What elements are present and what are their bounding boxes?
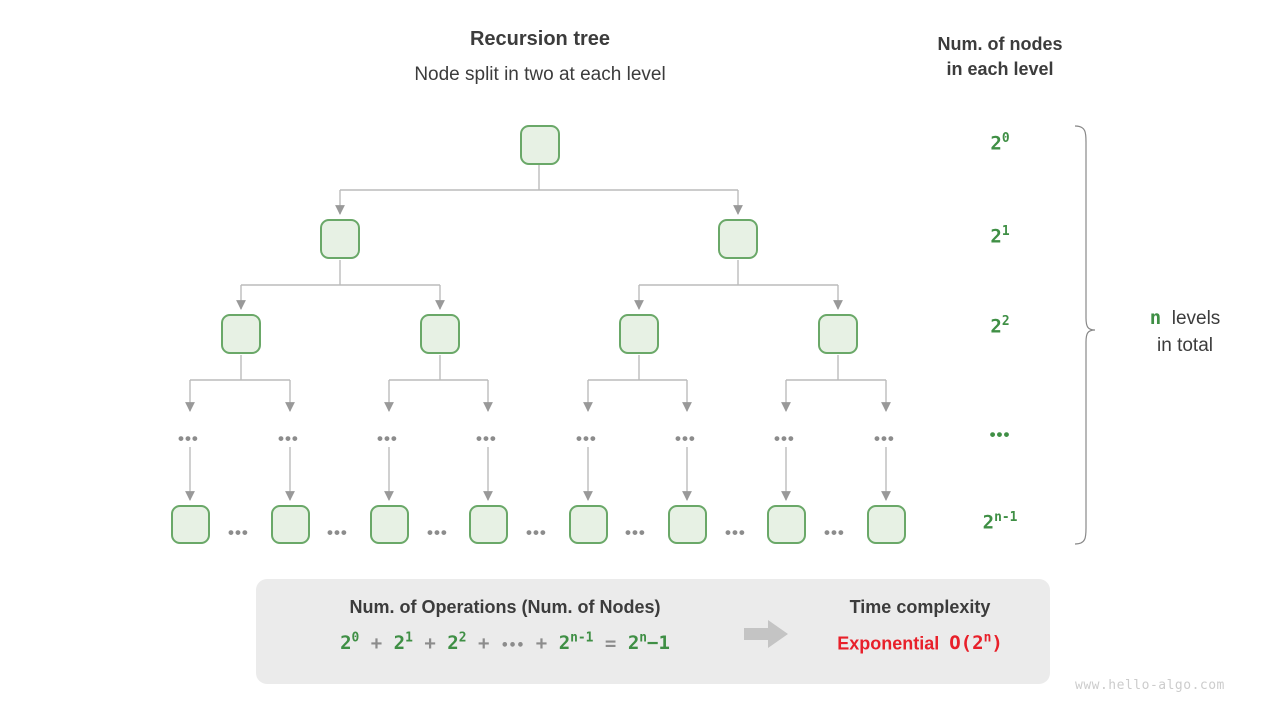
level-count-label-1: 21 [945,224,1055,247]
level-count-exponent: 1 [1001,224,1010,239]
tree-node[interactable] [420,314,460,354]
formula-operator: + [370,632,383,655]
tree-ellipsis: ••• [725,523,746,542]
formula-operator: + [424,632,436,655]
tree-ellipsis: ••• [526,523,547,542]
formula-term: 20 [340,631,360,655]
complexity-name: Exponential [837,633,940,654]
levels-brace [1074,125,1096,545]
summary-panel [256,579,1050,684]
formula-equals: = [604,632,617,655]
tree-node[interactable] [767,505,806,544]
level-count-label-4: 2n-1 [945,510,1055,533]
level-count-ellipsis: ••• [989,425,1011,444]
tree-ellipsis: ••• [824,523,845,542]
tree-node[interactable] [171,505,210,544]
tree-node[interactable] [867,505,906,544]
level-count-exponent: 0 [1001,131,1010,146]
level-count-exponent: 2 [1001,314,1010,329]
formula-operator: + [535,632,548,655]
tree-ellipsis: ••• [675,429,696,448]
total-levels-variable: n [1149,307,1162,329]
formula-result: 2n−1 [627,631,670,655]
tree-node[interactable] [718,219,758,259]
tree-ellipsis: ••• [178,429,199,448]
tree-ellipsis: ••• [427,523,448,542]
level-count-exponent: n-1 [994,510,1018,525]
tree-node[interactable] [818,314,858,354]
level-count-label-0: 20 [945,131,1055,154]
tree-ellipsis: ••• [774,429,795,448]
tree-ellipsis: ••• [228,523,249,542]
column-heading-line1: Num. of nodes [937,34,1063,54]
level-count-label-2: 22 [945,314,1055,337]
formula-term: 22 [447,631,467,655]
formula-term: 2n-1 [558,631,594,655]
tree-ellipsis: ••• [278,429,299,448]
complexity-heading: Time complexity [849,597,991,617]
complexity-notation: O(2n) [949,631,1003,655]
tree-node[interactable] [619,314,659,354]
level-count-base: 2 [990,132,1002,155]
summary-operations: Num. of Operations (Num. of Nodes) 20 + … [270,592,740,663]
complexity-value: Exponential O(2n) [800,622,1040,660]
right-arrow-icon [744,620,788,648]
total-levels-line1: n levels [1100,305,1270,332]
formula-operator: + [477,632,490,655]
formula-term: 21 [393,631,413,655]
level-count-base: 2 [990,315,1002,338]
page-subtitle: Node split in two at each level [414,64,666,85]
tree-node[interactable] [271,505,310,544]
page-title: Recursion tree [469,28,611,50]
formula-ellipsis: ••• [500,638,525,654]
tree-node[interactable] [668,505,707,544]
column-heading-line2: in each level [946,59,1054,79]
tree-ellipsis: ••• [476,429,497,448]
tree-ellipsis: ••• [625,523,646,542]
total-levels-text1: levels [1171,308,1221,329]
tree-node[interactable] [320,219,360,259]
tree-ellipsis: ••• [377,429,398,448]
tree-node[interactable] [469,505,508,544]
column-heading: Num. of nodes in each level [900,32,1100,82]
summary-complexity: Time complexity Exponential O(2n) [800,592,1040,660]
total-levels-line2: in total [1157,335,1213,356]
level-count-base: 2 [982,511,995,534]
tree-node[interactable] [370,505,409,544]
watermark: www.hello-algo.com [1075,678,1225,693]
tree-ellipsis: ••• [874,429,895,448]
operations-heading: Num. of Operations (Num. of Nodes) [349,597,661,617]
tree-ellipsis: ••• [576,429,597,448]
tree-node[interactable] [569,505,608,544]
total-levels-label: n levels in total [1100,305,1270,359]
tree-node[interactable] [520,125,560,165]
level-count-base: 2 [990,225,1002,248]
operations-formula: 20 + 21 + 22 + ••• + 2n-1 = 2n−1 [270,622,740,663]
tree-ellipsis: ••• [327,523,348,542]
tree-node[interactable] [221,314,261,354]
